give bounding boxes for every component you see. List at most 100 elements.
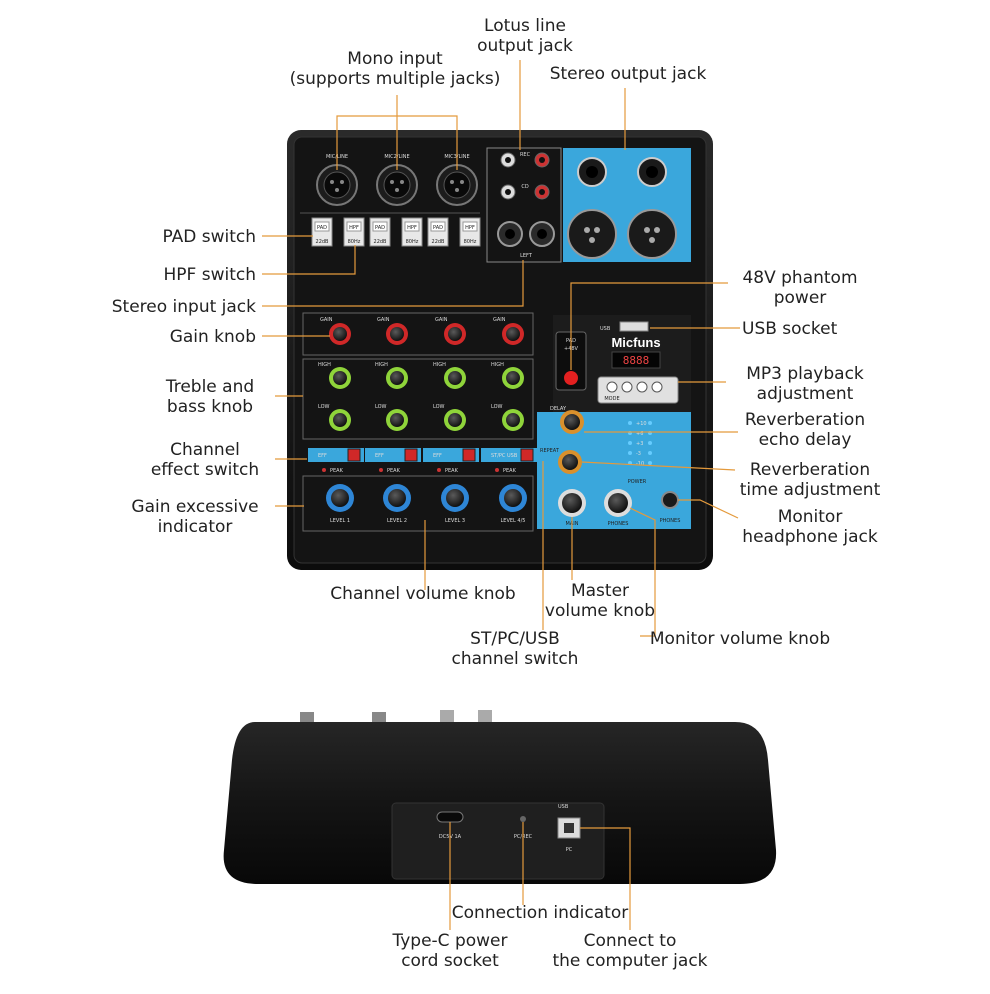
channel-volume-knob[interactable] — [388, 489, 406, 507]
pc-tag: PC — [566, 847, 573, 853]
high-tag: HIGH — [318, 362, 331, 368]
repeat-knob[interactable] — [562, 454, 578, 470]
eff-tag: EFF — [318, 453, 327, 459]
label-line: ST/PC/USB — [470, 629, 560, 649]
low-tag: LOW — [433, 404, 445, 410]
switch-5[interactable]: HPF 80Hz — [459, 217, 481, 247]
mp3-play-button[interactable] — [651, 381, 663, 393]
eff-tag: EFF — [433, 453, 442, 459]
gain-tag: GAIN — [320, 317, 333, 323]
type-c-socket[interactable] — [436, 811, 464, 823]
connection-led — [520, 816, 526, 822]
label-line: Gain excessive — [131, 497, 259, 517]
treble-knob[interactable] — [390, 371, 404, 385]
back-usb-tag: USB — [558, 804, 569, 810]
monitor-volume-knob[interactable] — [608, 493, 628, 513]
switch-value: 80Hz — [464, 239, 477, 245]
label-line: PAD switch — [162, 227, 256, 247]
label-line: Gain knob — [169, 327, 256, 347]
label-connection-indicator: Connection indicator — [445, 903, 635, 923]
mixer-top-view: MIC/LINE MIC2/LINE MIC3/LINE PAD22dBHPF8… — [287, 130, 713, 570]
usb-tag: USB — [600, 326, 611, 332]
meter-led — [648, 421, 652, 425]
eff-tag: EFF — [375, 453, 384, 459]
channel-volume-knob[interactable] — [446, 489, 464, 507]
label-hpf-switch: HPF switch — [100, 265, 257, 285]
connect-computer-callout — [580, 827, 631, 930]
effect-switch[interactable] — [520, 448, 534, 462]
peak-tag: PEAK — [330, 468, 344, 474]
master-volume-knob[interactable] — [562, 493, 582, 513]
power-tag: POWER — [628, 479, 647, 485]
repeat-callout — [581, 461, 736, 471]
label-stereo-input-jack: Stereo input jack — [80, 297, 256, 317]
bass-knob[interactable] — [390, 413, 404, 427]
peak-led — [322, 468, 326, 472]
mp3-next-button[interactable] — [636, 381, 648, 393]
label-mono-input: Mono input (supports multiple jacks) — [280, 49, 510, 89]
bass-knob[interactable] — [333, 413, 347, 427]
label-48v-phantom-power: 48V phantom power — [730, 268, 870, 308]
switch-label: PAD — [375, 225, 385, 231]
label-line: Monitor — [777, 507, 843, 527]
channel-volume-knob[interactable] — [504, 489, 522, 507]
label-monitor-volume-knob: Monitor volume knob — [640, 629, 840, 649]
peak-tag: PEAK — [387, 468, 401, 474]
label-line: output jack — [477, 36, 573, 56]
treble-knob[interactable] — [506, 371, 520, 385]
channel-volume-knob[interactable] — [331, 489, 349, 507]
gain-knob[interactable] — [506, 327, 520, 341]
usb-port[interactable] — [619, 321, 649, 332]
level-tag: LEVEL 4/5 — [501, 518, 526, 524]
stereo-output-panel — [563, 148, 691, 262]
mixer-back-view: DC5V 1A PC/REC USB PC — [223, 710, 777, 884]
mp3-mode-button[interactable] — [606, 381, 618, 393]
gain-knob[interactable] — [333, 327, 347, 341]
peak-led — [437, 468, 441, 472]
label-usb-socket: USB socket — [742, 319, 882, 339]
level-tag: LEVEL 2 — [387, 518, 407, 524]
label-line: effect switch — [150, 460, 260, 480]
label-line: Mono input — [347, 49, 443, 69]
bass-knob[interactable] — [448, 413, 462, 427]
label-st-pc-usb-switch: ST/PC/USB channel switch — [440, 629, 590, 669]
label-line: Connection indicator — [451, 903, 629, 923]
switch-label: HPF — [349, 225, 359, 231]
label-line: bass knob — [166, 397, 254, 417]
level-tag: LEVEL 3 — [445, 518, 465, 524]
label-line: volume knob — [544, 601, 656, 621]
label-reverb-echo-delay: Reverberation echo delay — [730, 410, 880, 450]
peak-led — [495, 468, 499, 472]
label-reverb-time: Reverberation time adjustment — [730, 460, 890, 500]
low-tag: LOW — [491, 404, 503, 410]
phantom-power-button[interactable] — [564, 371, 578, 385]
effect-switch[interactable] — [404, 448, 418, 462]
gain-knob[interactable] — [448, 327, 462, 341]
mp3-prev-button[interactable] — [621, 381, 633, 393]
effect-switch[interactable] — [347, 448, 361, 462]
label-line: Connect to — [583, 931, 677, 951]
high-tag: HIGH — [491, 362, 504, 368]
label-connect-computer: Connect to the computer jack — [540, 931, 720, 971]
label-gain-excessive-indicator: Gain excessive indicator — [120, 497, 270, 537]
gain-knob[interactable] — [390, 327, 404, 341]
delay-knob[interactable] — [564, 414, 580, 430]
bass-knob[interactable] — [506, 413, 520, 427]
peak-tag: PEAK — [445, 468, 459, 474]
switch-value: 80Hz — [406, 239, 419, 245]
treble-knob[interactable] — [448, 371, 462, 385]
effect-switch[interactable] — [462, 448, 476, 462]
treble-knob[interactable] — [333, 371, 347, 385]
switch-label: HPF — [465, 225, 475, 231]
headphone-jack[interactable] — [661, 491, 679, 509]
label-gain-knob: Gain knob — [100, 327, 256, 347]
